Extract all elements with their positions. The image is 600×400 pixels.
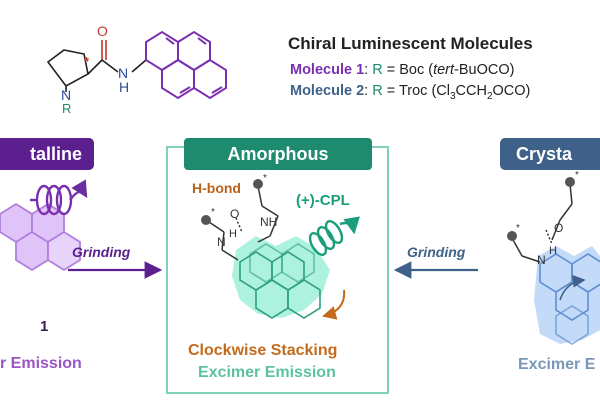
pyrene-top: [145, 30, 227, 100]
substituent-sphere-right-a: [507, 231, 517, 241]
label-excimer-emission-center: Excimer Emission: [198, 364, 336, 381]
molecule1-r: R: [372, 62, 383, 78]
label-clockwise-stacking: Clockwise Stacking: [188, 342, 338, 359]
banner-crystalline-right: Crysta: [500, 138, 600, 170]
label-o-center: O: [230, 207, 239, 221]
molecule2-mid: CCH: [455, 83, 487, 99]
molecule1-name: Molecule 1: [290, 62, 365, 78]
molecule2-end: OCO): [492, 83, 531, 99]
pyrene-amorphous-glow: [232, 236, 330, 319]
molecule1-desc-end: -BuOCO): [454, 62, 515, 78]
pyrene-crystalline-right: [534, 246, 600, 345]
molecule2-line: Molecule 2: R = Troc (Cl3CCH2OCO): [290, 83, 531, 102]
molecule2-sub2: 2: [486, 90, 493, 102]
pyrrolidine-ring: [46, 49, 89, 88]
spiral-cpl: [308, 216, 360, 257]
molecule2-r: R: [372, 83, 383, 99]
rotation-arrow-right: [559, 274, 586, 301]
banner-crystalline-left: talline: [0, 138, 94, 170]
stereocenter-mark: *: [84, 54, 90, 69]
clockwise-arrow: [322, 289, 346, 320]
substituent-sphere-left: [201, 215, 211, 225]
atom-nitrogen-amide: N: [118, 65, 128, 81]
label-emission-right: Excimer E: [518, 356, 596, 373]
banner-amorphous: Amorphous: [184, 138, 372, 170]
atom-oxygen: O: [97, 23, 108, 39]
label-o-right: O: [554, 221, 563, 235]
figure-title: Chiral Luminescent Molecules: [288, 34, 533, 53]
molecule1-line: Molecule 1: R = Boc (tert-BuOCO): [290, 62, 515, 78]
substituent-sphere-right-b: [565, 177, 575, 187]
label-grinding-right: Grinding: [407, 244, 466, 260]
atom-hydrogen-amide: H: [119, 79, 129, 95]
molecule2-name: Molecule 2: [290, 83, 365, 99]
molecule-structure: [46, 40, 147, 92]
molecule-crystalline-right: [511, 183, 573, 263]
substituent-sphere-top: [253, 179, 263, 189]
molecule1-desc: = Boc (: [386, 62, 434, 78]
pyrene-crystalline-left: [0, 202, 81, 272]
stereo-star-b: *: [263, 173, 267, 184]
label-grinding-left: Grinding: [72, 244, 131, 260]
label-n-center: N: [217, 235, 226, 249]
label-h-right: H: [549, 245, 557, 257]
molecule-amorphous: [205, 185, 279, 261]
label-h-center: H: [229, 228, 237, 240]
label-compound-1: 1: [40, 318, 49, 335]
molecule2-desc: = Troc (Cl: [386, 83, 450, 99]
molecule2-sub1: 3: [449, 90, 456, 102]
molecule1-italic: tert: [433, 62, 455, 78]
stereo-star-a: *: [211, 207, 215, 218]
label-emission-left: r Emission: [0, 355, 82, 372]
label-nh-center: NH: [260, 215, 277, 229]
stereo-star-d: *: [575, 170, 579, 181]
stereo-star-c: *: [516, 223, 520, 234]
atom-r-group: R: [62, 101, 71, 116]
spiral-left: [30, 179, 88, 216]
label-cpl: (+)-CPL: [296, 192, 350, 209]
label-h-bond: H-bond: [192, 180, 241, 196]
label-n-right: N: [537, 253, 546, 267]
atom-nitrogen-ring: N: [61, 87, 71, 103]
